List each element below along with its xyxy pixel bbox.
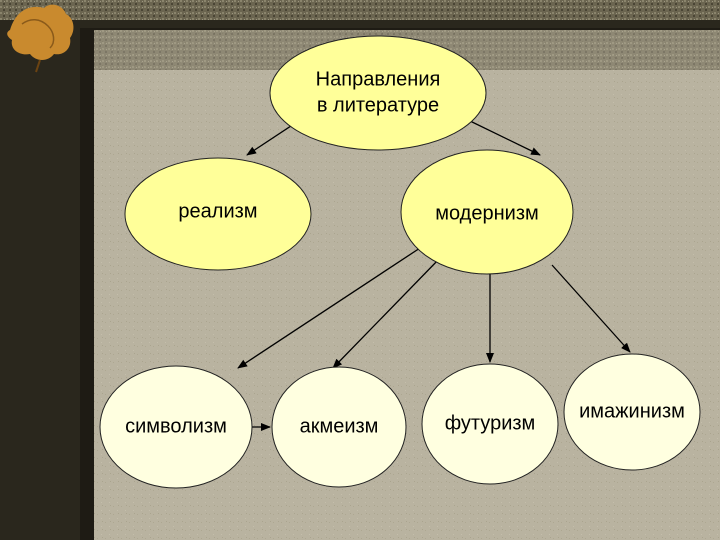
node-modernism: модернизм bbox=[400, 149, 574, 275]
node-acmeism: акмеизм bbox=[271, 366, 407, 488]
arrow-modernism-to-acmeism bbox=[332, 257, 441, 369]
node-symbolism-label: символизм bbox=[125, 415, 227, 437]
node-root-shape bbox=[269, 35, 487, 151]
node-futurism-label: футуризм bbox=[445, 412, 536, 434]
node-root-label-line1: Направления bbox=[316, 68, 441, 90]
node-acmeism-label: акмеизм bbox=[300, 415, 379, 437]
node-acmeism-shape bbox=[271, 366, 407, 488]
arrow-modernism-to-imaginism bbox=[551, 264, 631, 353]
node-modernism-shape bbox=[400, 149, 574, 275]
node-realism-label: реализм bbox=[178, 200, 257, 222]
node-imaginism-shape bbox=[563, 353, 701, 471]
top-texture-band bbox=[0, 0, 720, 20]
left-bar bbox=[0, 20, 80, 540]
node-realism: реализм bbox=[124, 157, 312, 271]
node-symbolism: символизм bbox=[99, 365, 253, 489]
node-symbolism-shape bbox=[99, 365, 253, 489]
node-futurism-shape bbox=[421, 363, 559, 485]
autumn-leaf-icon bbox=[7, 4, 74, 73]
node-futurism: футуризм bbox=[421, 363, 559, 485]
node-root-label-line2: в литературе bbox=[317, 94, 439, 116]
node-imaginism-label: имажинизм bbox=[579, 400, 685, 422]
arrow-modernism-to-symbolism bbox=[237, 247, 421, 369]
node-root: Направления в литературе bbox=[269, 35, 487, 151]
node-realism-shape bbox=[124, 157, 312, 271]
node-modernism-label: модернизм bbox=[435, 202, 539, 224]
arrow-root-to-modernism bbox=[467, 119, 541, 156]
top-bar bbox=[80, 20, 720, 28]
node-imaginism: имажинизм bbox=[563, 353, 701, 471]
